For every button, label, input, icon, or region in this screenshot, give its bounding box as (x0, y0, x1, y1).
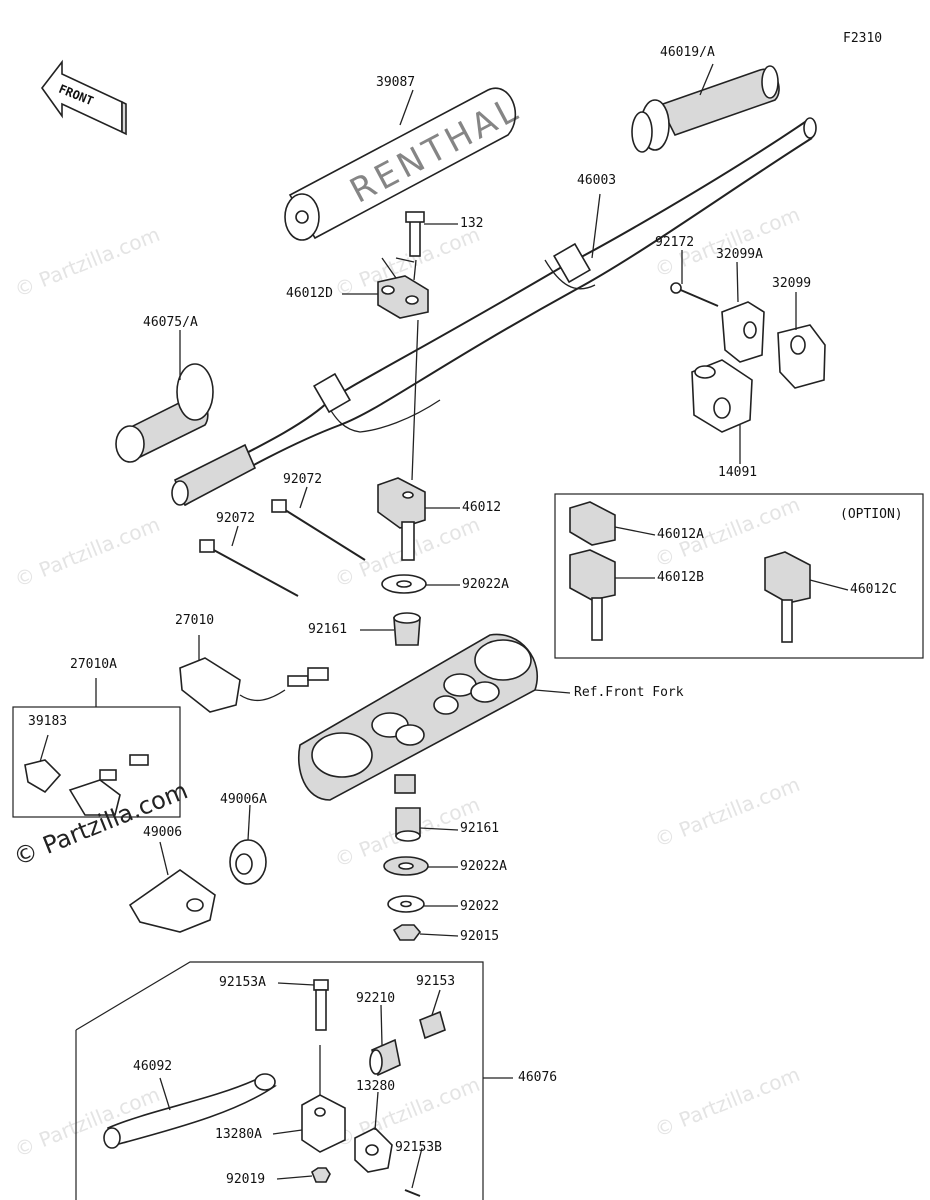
part-label-46076: 46076 (518, 1070, 558, 1085)
part-label-92022: 92022 (460, 899, 500, 914)
holder-46012-drawing (377, 477, 426, 561)
part-label-13280: 13280 (356, 1079, 396, 1094)
part-label-46012B: 46012B (657, 570, 704, 585)
switch-cover-32099-drawing (777, 324, 826, 389)
holder-top-46012D-drawing (377, 275, 429, 319)
handlebar-drawing (171, 117, 817, 507)
part-label-49006: 49006 (143, 825, 183, 840)
part-label-39087: 39087 (376, 75, 416, 90)
part-label-92153B: 92153B (395, 1140, 442, 1155)
rubber-92161-drawing (395, 807, 421, 842)
part-label-32099A: 32099A (716, 247, 763, 262)
part-label-92019: 92019 (226, 1172, 266, 1187)
adjuster-49006A-drawing (229, 839, 267, 885)
switch-kit-27010A-box (12, 706, 181, 818)
leader-lines (39, 63, 849, 1189)
leader-line (411, 319, 419, 481)
screw-92172-drawing (670, 282, 719, 307)
part-label-92022A: 92022A (460, 859, 507, 874)
option-label: (OPTION) (840, 507, 903, 522)
part-label-92022A: 92022A (462, 577, 509, 592)
lever-46092-drawing (103, 1073, 277, 1149)
triple-clamp-drawing (298, 633, 538, 801)
bolt-92153A-drawing (313, 979, 329, 1031)
part-label-27010: 27010 (175, 613, 215, 628)
cover-49006-drawing (128, 869, 216, 933)
switch-27010-drawing (179, 657, 329, 713)
switch-cover-32099A-drawing (721, 301, 765, 363)
rubber-92161-drawing (393, 612, 421, 646)
part-label-92161: 92161 (460, 821, 500, 836)
crossbar-pad-drawing (284, 87, 517, 241)
part-label-92153A: 92153A (219, 975, 266, 990)
part-label-92072: 92072 (216, 511, 256, 526)
part-label-92015: 92015 (460, 929, 500, 944)
cable-tie-drawing (199, 499, 366, 597)
option-holders-box (554, 493, 924, 659)
bolt-132-drawing (405, 211, 425, 257)
part-label-46075A: 46075/A (143, 315, 198, 330)
part-label-46012A: 46012A (657, 527, 704, 542)
part-label-39183: 39183 (28, 714, 68, 729)
part-label-14091: 14091 (718, 465, 758, 480)
switch-14091-drawing (691, 359, 753, 433)
part-label-46012: 46012 (462, 500, 502, 515)
screw-92153B-drawing (404, 1189, 421, 1197)
part-label-27010A: 27010A (70, 657, 117, 672)
part-label-46012D: 46012D (286, 286, 333, 301)
part-label-132: 132 (460, 216, 484, 231)
part-label-46003: 46003 (577, 173, 617, 188)
part-label-92210: 92210 (356, 991, 396, 1006)
front-arrow-icon (41, 59, 127, 136)
part-label-92072: 92072 (283, 472, 323, 487)
holder-13280A-drawing (301, 1094, 346, 1153)
part-label-92172: 92172 (655, 235, 695, 250)
part-label-13280A: 13280A (215, 1127, 262, 1142)
clamp-13280-drawing (354, 1127, 393, 1173)
left-grip-drawing (115, 363, 214, 463)
lever-assembly-46076-box (75, 961, 484, 1200)
figure-code: F2310 (843, 31, 883, 46)
nut-92015-drawing (392, 924, 422, 941)
part-label-46019A: 46019/A (660, 45, 715, 60)
part-label-46012C: 46012C (850, 582, 897, 597)
right-grip-drawing (631, 65, 780, 153)
screw-92153-drawing (419, 1010, 446, 1040)
part-label-49006A: 49006A (220, 792, 267, 807)
part-label-32099: 32099 (772, 276, 812, 291)
nut-92019-drawing (311, 1167, 331, 1183)
spring-92210-drawing (369, 1038, 401, 1077)
leader-line (413, 259, 417, 281)
part-label-92161: 92161 (308, 622, 348, 637)
part-label-ref-front-fork: Ref.Front Fork (574, 685, 684, 700)
part-label-46092: 46092 (133, 1059, 173, 1074)
part-label-92153: 92153 (416, 974, 456, 989)
